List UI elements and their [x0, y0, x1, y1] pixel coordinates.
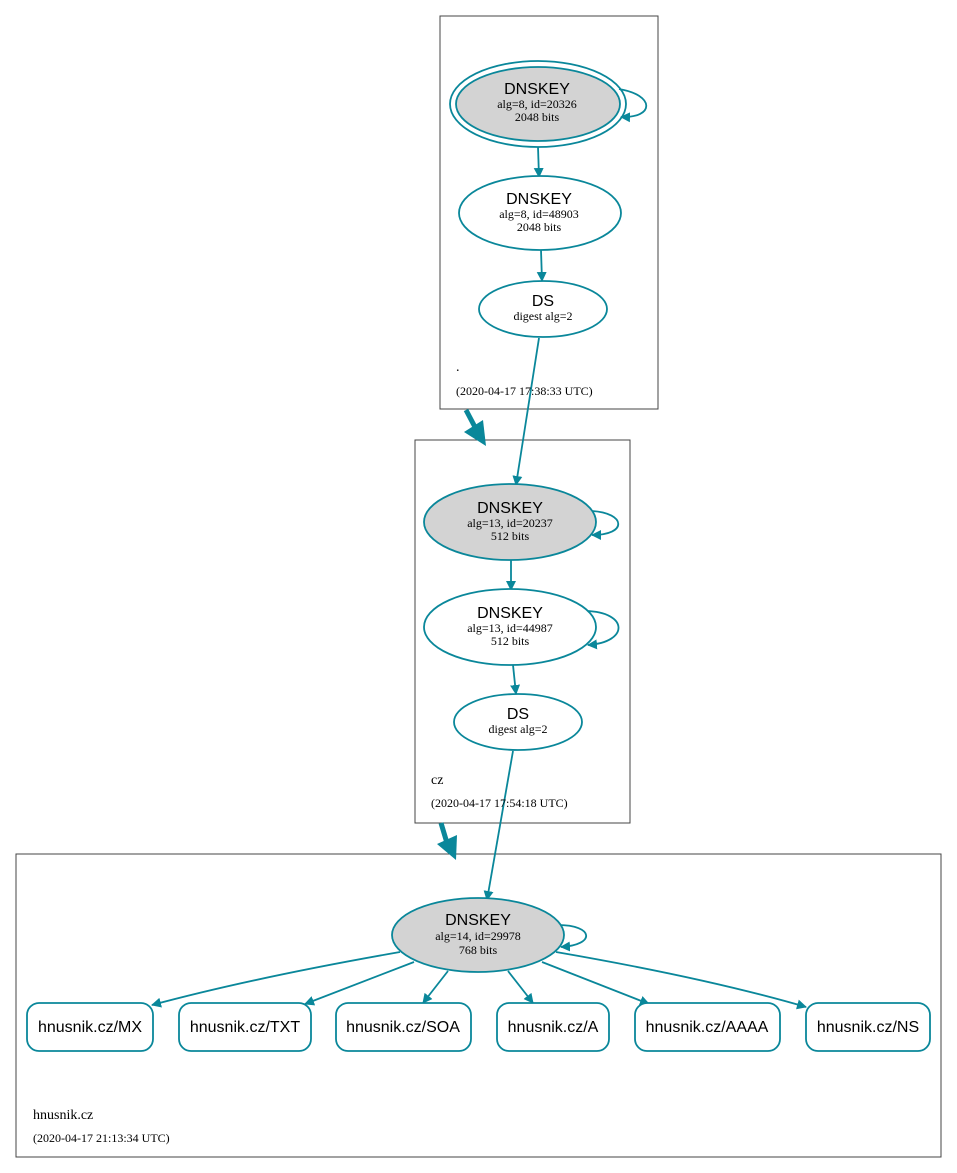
rrset-label: hnusnik.cz/TXT [190, 1019, 300, 1036]
rrset-ns: hnusnik.cz/NS [805, 1002, 931, 1052]
zone-cz-name: cz [431, 773, 443, 788]
rrset-a: hnusnik.cz/A [496, 1002, 610, 1052]
node-title: DS [532, 293, 554, 310]
zone-hnusnik-box [15, 853, 942, 1158]
node-title: DNSKEY [504, 81, 570, 98]
edge-cz-zsk-self [585, 610, 620, 650]
rrset-aaaa: hnusnik.cz/AAAA [634, 1002, 781, 1052]
node-root-ds: DS digest alg=2 [478, 280, 608, 338]
edge-root-ksk-self [618, 88, 648, 123]
node-detail: 2048 bits [515, 110, 560, 124]
rrset-txt: hnusnik.cz/TXT [178, 1002, 312, 1052]
node-detail: digest alg=2 [513, 309, 572, 323]
rrset-soa: hnusnik.cz/SOA [335, 1002, 472, 1052]
node-detail: 2048 bits [517, 220, 562, 234]
node-title: DNSKEY [477, 500, 543, 517]
rrset-label: hnusnik.cz/SOA [346, 1019, 460, 1036]
edge-cz-ds-hn-ksk [483, 750, 514, 901]
edge-hn-ksk-mx [151, 951, 401, 1008]
node-title: DNSKEY [506, 191, 572, 208]
node-detail: alg=13, id=44987 [467, 621, 553, 635]
node-detail: alg=8, id=20326 [497, 97, 577, 111]
node-detail: 768 bits [459, 943, 498, 957]
rrset-label: hnusnik.cz/A [508, 1019, 599, 1036]
node-title: DNSKEY [477, 605, 543, 622]
rrset-mx: hnusnik.cz/MX [26, 1002, 154, 1052]
zone-root-box [439, 15, 659, 410]
zone-hnusnik-timestamp: (2020-04-17 21:13:34 UTC) [33, 1131, 170, 1145]
node-root-ksk: DNSKEY alg=8, id=20326 2048 bits [449, 60, 627, 148]
edge-root-ds-cz-ksk [512, 337, 540, 486]
delegation-arrow-root-cz [463, 408, 486, 446]
node-detail: 512 bits [491, 634, 530, 648]
edge-hn-ksk-ns [555, 951, 807, 1010]
zone-root-timestamp: (2020-04-17 17:38:33 UTC) [456, 384, 593, 398]
edge-root-zsk-ds [536, 249, 547, 282]
edge-hn-ksk-txt [304, 961, 415, 1006]
edge-cz-ksk-self [591, 510, 620, 540]
edge-hn-ksk-a [507, 970, 534, 1004]
edge-cz-zsk-ds [510, 664, 521, 695]
node-detail: 512 bits [491, 529, 530, 543]
node-detail: alg=14, id=29978 [435, 929, 521, 943]
node-title: DNSKEY [445, 912, 511, 929]
node-detail: alg=8, id=48903 [499, 207, 579, 221]
zone-hnusnik-name: hnusnik.cz [33, 1108, 93, 1123]
node-cz-ksk: DNSKEY alg=13, id=20237 512 bits [423, 483, 597, 561]
node-root-zsk: DNSKEY alg=8, id=48903 2048 bits [458, 175, 622, 251]
node-detail: digest alg=2 [488, 722, 547, 736]
node-hn-ksk: DNSKEY alg=14, id=29978 768 bits [391, 897, 565, 973]
edge-hn-ksk-aaaa [541, 961, 650, 1006]
node-cz-ds: DS digest alg=2 [453, 693, 583, 751]
edge-hn-ksk-soa [422, 970, 449, 1004]
node-title: DS [507, 706, 529, 723]
edge-hn-ksk-self [557, 924, 588, 952]
node-cz-zsk: DNSKEY alg=13, id=44987 512 bits [423, 588, 597, 666]
zone-root-name: . [456, 360, 460, 375]
rrset-label: hnusnik.cz/NS [817, 1019, 919, 1036]
zone-cz-timestamp: (2020-04-17 17:54:18 UTC) [431, 796, 568, 810]
rrset-label: hnusnik.cz/MX [38, 1019, 142, 1036]
node-detail: alg=13, id=20237 [467, 516, 553, 530]
delegation-arrow-cz-hnusnik [437, 822, 457, 860]
rrset-label: hnusnik.cz/AAAA [646, 1019, 769, 1036]
edge-root-ksk-zsk [533, 146, 544, 178]
